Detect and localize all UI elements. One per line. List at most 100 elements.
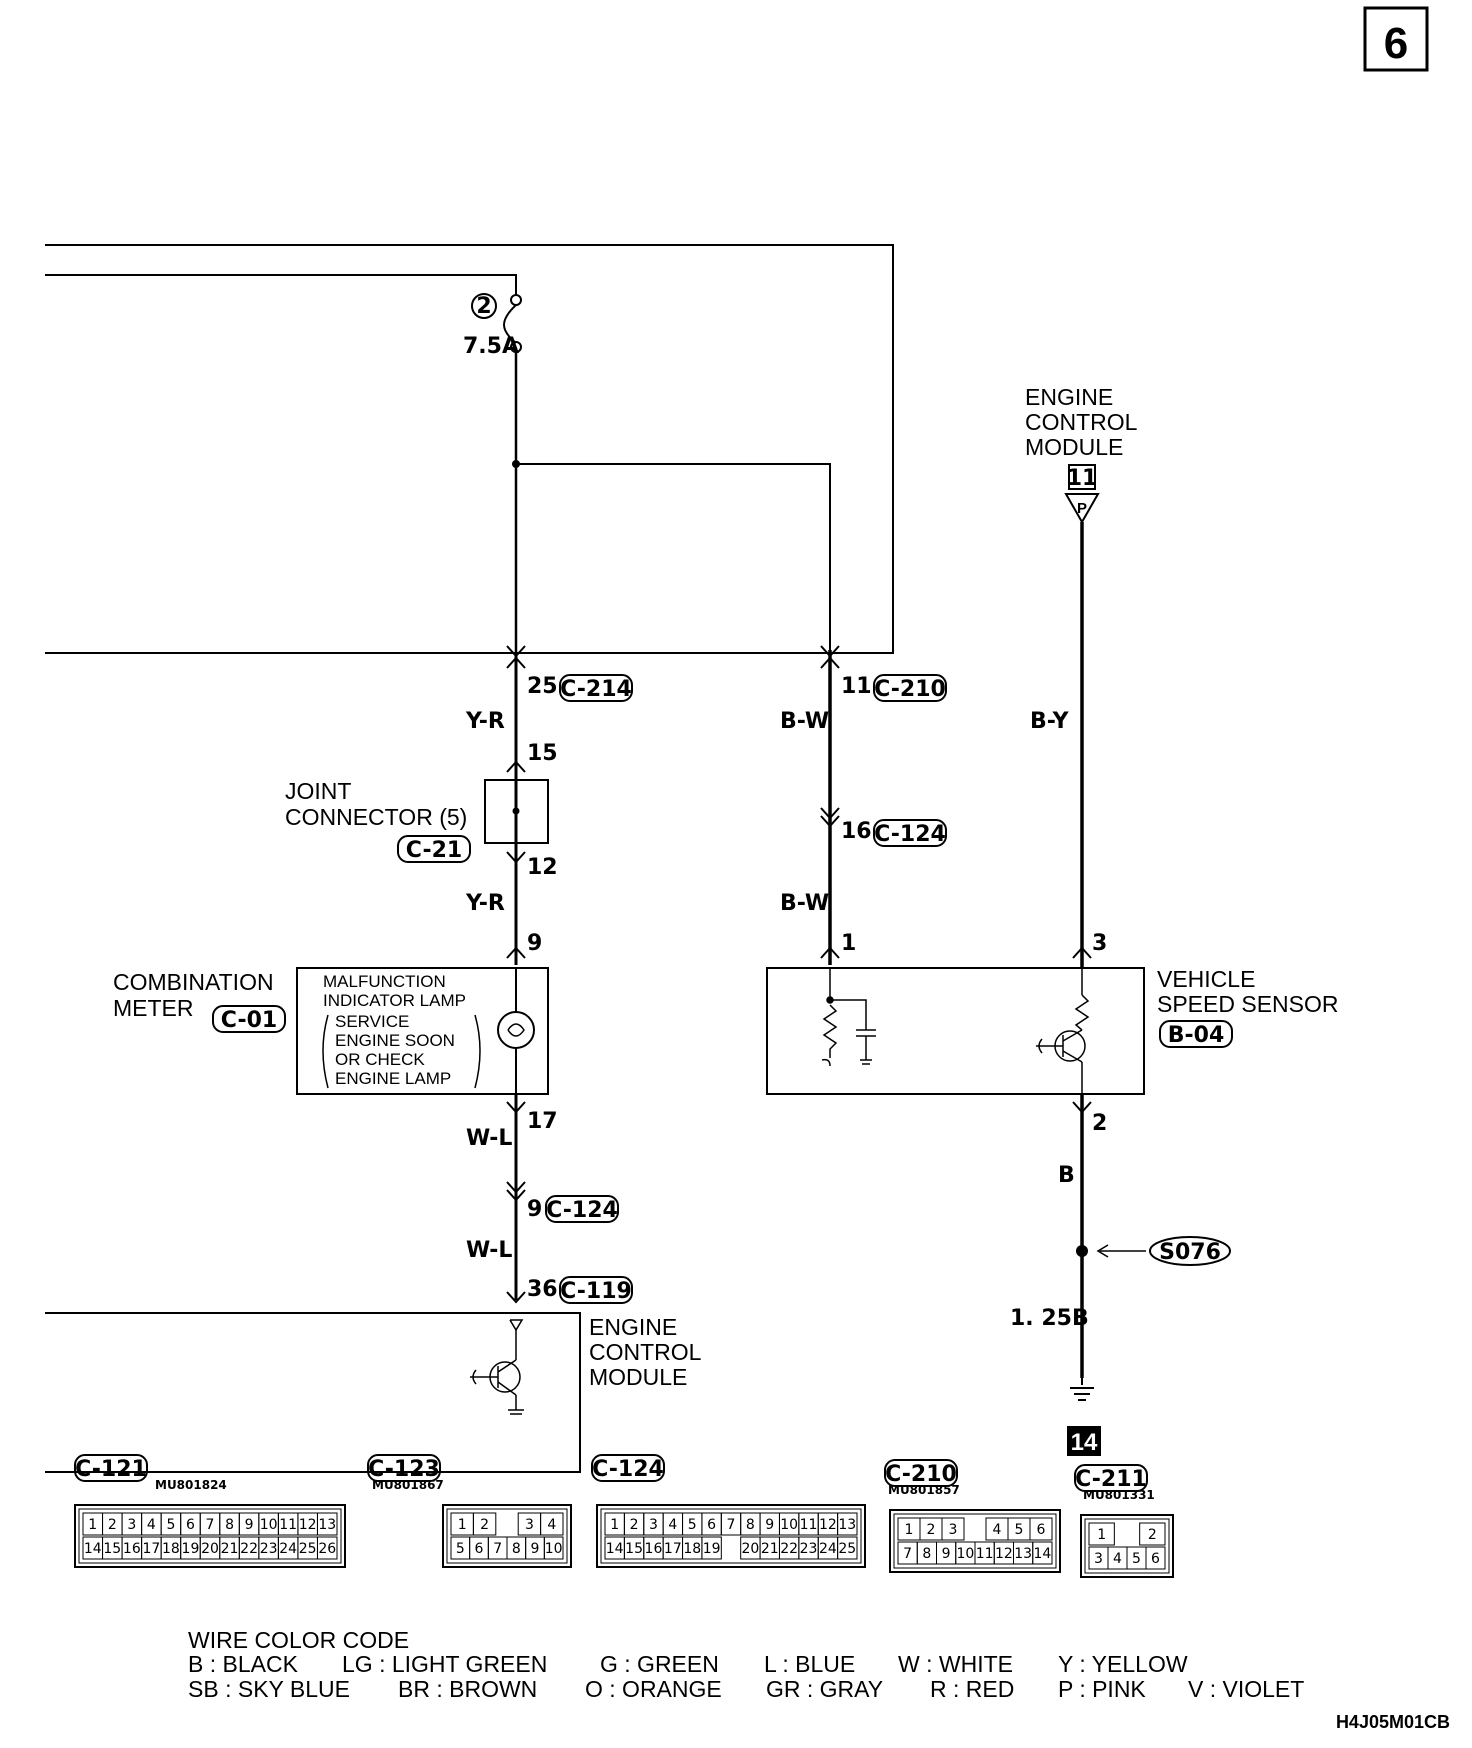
pin-16: 16 <box>841 819 872 844</box>
splice-dot <box>1076 1245 1088 1257</box>
connector-part-number: MU801867 <box>372 1478 444 1492</box>
connector-pin: 10 <box>780 1517 798 1533</box>
connector-pin: 3 <box>1094 1551 1103 1567</box>
pin-12: 12 <box>527 855 558 880</box>
fuse-rating: 7.5A <box>463 334 519 359</box>
connector-pin: 8 <box>922 1546 931 1562</box>
wcc-sb: SB : SKY BLUE <box>188 1676 350 1702</box>
wcc-o: O : ORANGE <box>585 1676 722 1702</box>
paren-right <box>474 1014 481 1089</box>
wcc-v: V : VIOLET <box>1188 1676 1304 1702</box>
conn-c210: C-210 <box>874 677 946 702</box>
connector-pin: 7 <box>493 1541 502 1557</box>
ecm-input-marker <box>509 1319 524 1332</box>
wcc-lg: LG : LIGHT GREEN <box>342 1651 547 1677</box>
connector-pin: 19 <box>703 1541 721 1557</box>
sensor-resistor-capacitor <box>821 968 876 1067</box>
connector-pin: 21 <box>221 1541 239 1557</box>
connector-pin: 22 <box>240 1541 258 1557</box>
connector-label: C-124 <box>592 1457 664 1482</box>
connector-pin: 9 <box>765 1517 774 1533</box>
connector-pin: 15 <box>625 1541 643 1557</box>
connector-pin: 13 <box>838 1517 856 1533</box>
combination-meter-label-2: METER <box>113 995 194 1021</box>
connector-arrows <box>506 645 840 669</box>
connector-pin: 16 <box>645 1541 663 1557</box>
wcc-g: G : GREEN <box>600 1651 719 1677</box>
connector-pin: 3 <box>525 1517 534 1533</box>
connector-part-number: MU801824 <box>155 1478 227 1492</box>
connector-pin: 17 <box>664 1541 682 1557</box>
connector-pin: 9 <box>531 1541 540 1557</box>
connector-pin: 11 <box>976 1546 994 1562</box>
connector-pin: 2 <box>108 1517 117 1533</box>
connector-pin: 7 <box>903 1546 912 1562</box>
vehicle-speed-sensor-box <box>766 967 1145 1095</box>
connector-pin: 6 <box>707 1517 716 1533</box>
wcc-r: R : RED <box>930 1676 1014 1702</box>
connector-pin: 6 <box>1037 1522 1046 1538</box>
combination-meter-label-1: COMBINATION <box>113 969 274 995</box>
connector-pin: 8 <box>225 1517 234 1533</box>
connector-pin: 14 <box>1033 1546 1051 1562</box>
connector-pin: 15 <box>103 1541 121 1557</box>
conn-c119-box <box>559 1276 633 1304</box>
wire-b-w-2: B-W <box>780 891 829 916</box>
transistor-icon-ecm <box>470 1359 524 1415</box>
lamp-line-2: INDICATOR LAMP <box>323 991 466 1010</box>
ecm-bottom-label-1: ENGINE <box>589 1314 677 1340</box>
connector-pin: 6 <box>1151 1551 1160 1567</box>
pin-17: 17 <box>527 1109 558 1134</box>
connector-pin: 3 <box>649 1517 658 1533</box>
conn-c119: C-119 <box>560 1279 632 1304</box>
vss-label-2: SPEED SENSOR <box>1157 991 1339 1017</box>
ecm-top-label-3: MODULE <box>1025 434 1123 460</box>
connector-pin: 5 <box>688 1517 697 1533</box>
conn-b04: B-04 <box>1168 1023 1225 1048</box>
arrow-pin9b-2 <box>506 1189 526 1202</box>
conn-b04-box <box>1159 1020 1233 1048</box>
connector-pin: 1 <box>1097 1527 1106 1543</box>
connector-pin: 9 <box>942 1546 951 1562</box>
connector-pin: 10 <box>956 1546 974 1562</box>
connector-pin: 10 <box>545 1541 563 1557</box>
ground-number: 14 <box>1071 1429 1098 1456</box>
wire-w-l-2: W-L <box>466 1238 512 1263</box>
pin-9b: 9 <box>527 1197 542 1222</box>
lamp-icon <box>497 1011 535 1049</box>
connector-pin: 5 <box>166 1517 175 1533</box>
arrow-pin1 <box>820 946 840 959</box>
connector-pin: 2 <box>480 1517 489 1533</box>
splice-oval <box>1149 1236 1231 1266</box>
connector-pin: 13 <box>318 1517 336 1533</box>
wire-b-w-1: B-W <box>780 709 829 734</box>
connector-pin: 12 <box>995 1546 1013 1562</box>
connector-pin: 23 <box>260 1541 278 1557</box>
pin-2: 2 <box>1092 1111 1107 1136</box>
wire-y-r-1: Y-R <box>465 709 505 734</box>
pin-36: 36 <box>527 1277 558 1302</box>
lamp-line-4: ENGINE SOON <box>335 1031 455 1050</box>
joint-connector-label-2: CONNECTOR (5) <box>285 804 467 830</box>
arrow-pin9 <box>506 946 526 959</box>
wire-b-y: B-Y <box>1030 709 1070 734</box>
connector-pin: 26 <box>318 1541 336 1557</box>
connector-pin: 20 <box>741 1541 759 1557</box>
paren-left <box>322 1014 329 1089</box>
connector-pin: 3 <box>949 1522 958 1538</box>
connector-pin: 3 <box>127 1517 136 1533</box>
connector-pin: 17 <box>142 1541 160 1557</box>
page-number: 6 <box>1384 19 1408 68</box>
connector-pin: 11 <box>279 1517 297 1533</box>
harness-frame-top <box>45 244 894 654</box>
connector-pin: 12 <box>299 1517 317 1533</box>
connector-pin: 5 <box>1132 1551 1141 1567</box>
conn-c124-left: C-124 <box>546 1198 618 1223</box>
connector-pin: 20 <box>201 1541 219 1557</box>
connector-pin: 5 <box>456 1541 465 1557</box>
ecm-wire-marker: P <box>1077 500 1087 517</box>
conn-c21: C-21 <box>406 838 462 863</box>
